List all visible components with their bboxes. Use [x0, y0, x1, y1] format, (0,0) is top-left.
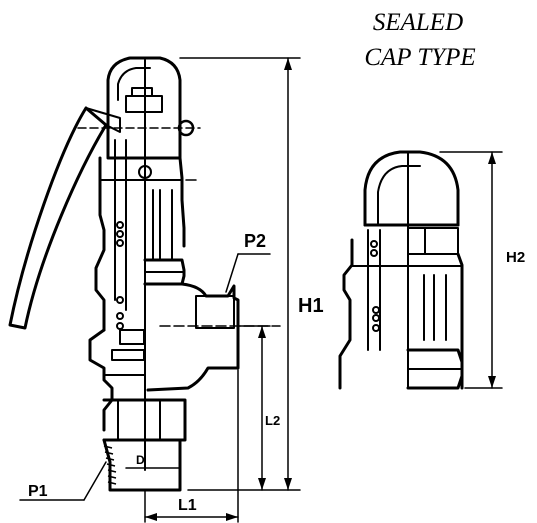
dimension-l1: L1 [144, 369, 239, 523]
leader-p2: P2 [225, 231, 271, 293]
sealed-cap-detail [338, 150, 464, 390]
cap-inner [117, 67, 151, 101]
svg-text:P2: P2 [244, 231, 266, 251]
dimension-l2: L2 [239, 325, 280, 491]
main-valve-drawing: D [8, 56, 281, 492]
svg-text:H1: H1 [298, 295, 324, 317]
outlet-flange [195, 295, 235, 329]
cap-top [106, 56, 182, 102]
svg-text:P1: P1 [28, 483, 48, 500]
spring-housing-upper [94, 156, 106, 332]
svg-text:H2: H2 [506, 249, 525, 266]
title-line-1: SEALED [373, 9, 463, 36]
valve-body [88, 328, 114, 432]
dimension-h2: H2 [439, 151, 525, 389]
inlet-thread [102, 438, 182, 492]
leader-p1: P1 [19, 461, 107, 501]
svg-text:L1: L1 [178, 497, 197, 514]
lever-handle [8, 106, 108, 330]
label-d: D [136, 453, 145, 467]
lower-hex [102, 398, 187, 442]
title-line-2: CAP TYPE [364, 44, 475, 71]
cap-nut-top [131, 87, 153, 97]
dimension-h1: H1 [179, 57, 324, 491]
svg-text:L2: L2 [265, 413, 280, 428]
lever-pivot [85, 107, 121, 133]
